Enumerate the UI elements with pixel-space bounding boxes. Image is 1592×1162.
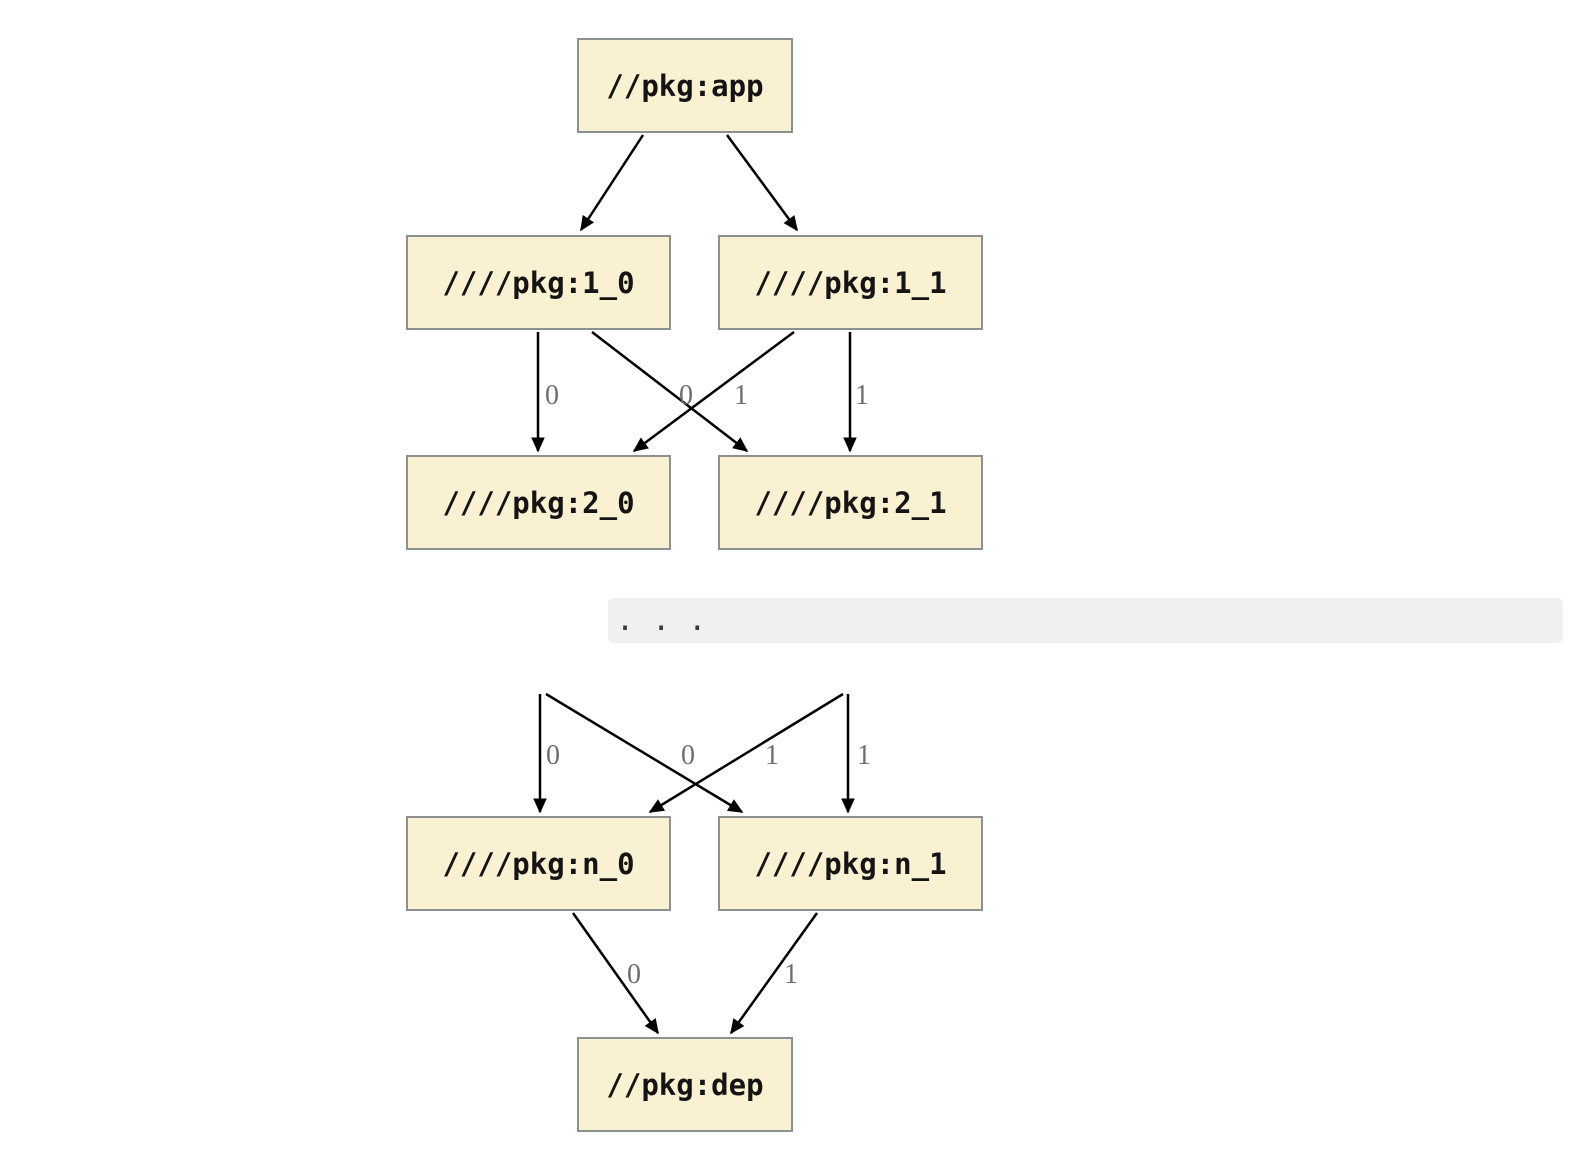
edge-label-1_0-to-2_0: 0 (545, 380, 559, 411)
ellipsis-band: . . . (608, 598, 1563, 643)
edge-ellipsis-to-n_0-cross (648, 692, 844, 814)
edge-app-to-1_1 (725, 134, 799, 232)
edge-1_0-to-2_1 (591, 331, 749, 452)
edge-1_1-to-2_0 (632, 330, 795, 453)
edge-n_1-to-dep (729, 912, 819, 1035)
edge-app-to-1_0 (579, 134, 645, 232)
edge-label-1_1-to-2_1: 1 (855, 380, 869, 411)
node-pkg-1_1: ////pkg:1_1 (718, 235, 983, 330)
edge-label-1_0-to-2_1: 1 (734, 380, 748, 411)
node-pkg-n_0: ////pkg:n_0 (406, 816, 671, 911)
node-pkg-2_1: ////pkg:2_1 (718, 455, 983, 550)
node-pkg-dep: //pkg:dep (577, 1037, 793, 1132)
node-pkg-app: //pkg:app (577, 38, 793, 133)
node-pkg-1_0: ////pkg:1_0 (406, 235, 671, 330)
edge-n_0-to-dep (571, 912, 660, 1035)
edge-label-ellipsis-to-n_0-cross: 0 (681, 740, 695, 771)
edge-ellipsis-to-n_1-cross (545, 692, 744, 814)
node-pkg-n_1: ////pkg:n_1 (718, 816, 983, 911)
edge-label-1_1-to-2_0: 0 (679, 380, 693, 411)
ellipsis-text: . . . (616, 603, 707, 638)
edge-label-ellipsis-to-n_1-cross: 1 (765, 740, 779, 771)
node-pkg-2_0: ////pkg:2_0 (406, 455, 671, 550)
edge-label-ellipsis-to-n_0-direct: 0 (546, 740, 560, 771)
edge-label-ellipsis-to-n_1-direct: 1 (857, 740, 871, 771)
edge-label-n_0-to-dep: 0 (627, 959, 641, 990)
edge-label-n_1-to-dep: 1 (784, 959, 798, 990)
